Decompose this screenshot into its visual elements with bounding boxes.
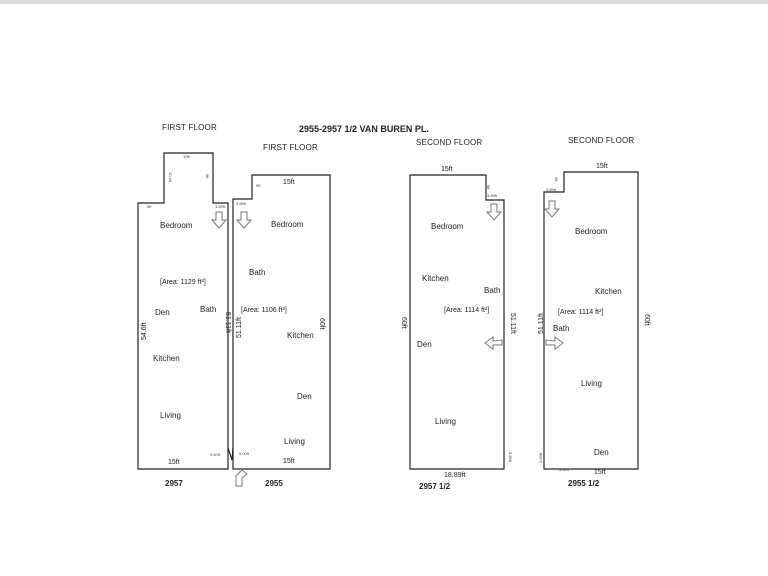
plan-2957-dim-bottom: 15ft (168, 459, 180, 466)
plan-2957-half-dim-right-wall: 51.11ft (509, 313, 516, 334)
plan-2955-dim-right-wall: 60ft (318, 318, 325, 330)
plan-2957-half-unit-label: 2957 1/2 (419, 482, 451, 491)
plan-2957-dim-side: 54.6ft (141, 322, 148, 340)
plan-2955-dim-bottom: 15ft (283, 458, 295, 465)
plan-2955-half-room-living: Living (581, 379, 602, 388)
plan-2955-half-area: [Area: 1114 ft²] (558, 309, 604, 316)
plan-2957-half-dim-corner-low: 8.89ft (508, 452, 513, 463)
plan-2955-half-dim-top: 15ft (596, 163, 608, 170)
top-border (0, 0, 768, 4)
plan-2957-half-header: SECOND FLOOR (416, 138, 483, 147)
plan-2957-half-room-living: Living (435, 417, 456, 426)
plan-2955-angle-wall (231, 447, 234, 461)
plan-2957-half-room-den: Den (417, 340, 432, 349)
plan-2955-half-header: SECOND FLOOR (568, 136, 635, 145)
plan-2957-half-area: [Area: 1114 ft²] (444, 307, 490, 314)
plan-2955-half-room-den: Den (594, 448, 609, 457)
plan-2955-unit-label: 2955 (265, 479, 283, 488)
plan-2957-room-den: Den (155, 308, 170, 317)
down-arrow-icon (210, 211, 228, 229)
plan-2957-dim-notch-right: 6ft (205, 174, 210, 179)
plan-2957-half-room-bedroom: Bedroom (431, 222, 464, 231)
plan-2955-room-bath: Bath (249, 268, 266, 277)
plan-2957-dim-step: 5ft (147, 204, 152, 209)
plan-2957-dim-top: 10ft (183, 154, 190, 159)
plan-2955-half-dim-corner-low: 3.89ft (538, 452, 543, 463)
down-arrow-icon (543, 200, 561, 218)
plan-2957-unit-label: 2957 (165, 479, 183, 488)
plan-2957-dim-notch-left: 10.4ft (168, 172, 173, 183)
plan-2957-half-room-kitchen: Kitchen (422, 274, 449, 283)
plan-2957-room-bedroom: Bedroom (160, 221, 193, 230)
plan-2955-room-den: Den (297, 392, 312, 401)
plan-2955-half-room-bath: Bath (553, 324, 570, 333)
plan-2957-half-outline (409, 174, 505, 470)
plan-2955-area: [Area: 1106 ft²] (241, 307, 287, 314)
plan-2957-half-dim-bottom: 18.89ft (444, 472, 466, 479)
plan-2957-room-living: Living (160, 411, 181, 420)
plan-2955-dim-angle: 5.00ft (239, 451, 250, 456)
plan-2957-header: FIRST FLOOR (162, 123, 217, 132)
plan-2955-half-dim-corner: 3.89ft (546, 187, 557, 192)
plan-2957-half-dim-left-wall: 60ft (400, 317, 407, 329)
down-arrow-icon (235, 211, 253, 229)
plan-2955-room-kitchen: Kitchen (287, 331, 314, 340)
plan-2955-half-dim-corner-low2: 3.89ft (559, 467, 570, 472)
plan-2955-half-unit-label: 2955 1/2 (568, 479, 600, 488)
plan-2955-half-dim-bottom: 15ft (594, 469, 606, 476)
plan-2955-outline (232, 174, 331, 470)
plan-2955-half-room-kitchen: Kitchen (595, 287, 622, 296)
plan-2955-dim-top: 15ft (283, 179, 295, 186)
plan-2957-dim-angle: 5.50ft (210, 452, 221, 457)
plan-2955-half-dim-right-wall: 60ft (643, 314, 650, 326)
plan-2957-dim-corner: 3.89ft (215, 204, 226, 209)
plan-2955-dim-left-wall: 51.11ft (236, 317, 243, 338)
plan-2957-half-dim-step: 5ft (486, 185, 491, 190)
plan-2957-half-dim-top: 15ft (441, 166, 453, 173)
plan-2955-half-dim-left-wall: 51.11ft (538, 313, 545, 334)
plan-2957-angle-wall (227, 447, 233, 461)
plan-2955-half-room-bedroom: Bedroom (575, 227, 608, 236)
plan-2955-room-living: Living (284, 437, 305, 446)
plan-2955-dim-step: 5ft (256, 183, 261, 188)
document-title: 2955-2957 1/2 VAN BUREN PL. (299, 124, 429, 134)
plan-2955-half-outline (543, 171, 639, 470)
right-arrow-icon (545, 336, 564, 350)
left-arrow-icon (484, 336, 503, 350)
plan-2957-area: [Area: 1129 ft²] (160, 279, 206, 286)
plan-2957-room-bath: Bath (200, 305, 217, 314)
plan-2957-dim-right-wall: 51.11ft (224, 312, 231, 333)
plan-2957-half-room-bath: Bath (484, 286, 501, 295)
down-arrow-icon (485, 203, 503, 221)
plan-2957-outline (137, 152, 229, 470)
plan-2957-room-kitchen: Kitchen (153, 354, 180, 363)
plan-2955-dim-corner: 3.89ft (236, 201, 247, 206)
plan-2957-half-dim-corner: 3.89ft (487, 193, 498, 198)
plan-2955-half-dim-step: 5ft (554, 177, 559, 182)
door-swing-icon (235, 469, 248, 487)
plan-2955-header: FIRST FLOOR (263, 143, 318, 152)
plan-2955-room-bedroom: Bedroom (271, 220, 304, 229)
